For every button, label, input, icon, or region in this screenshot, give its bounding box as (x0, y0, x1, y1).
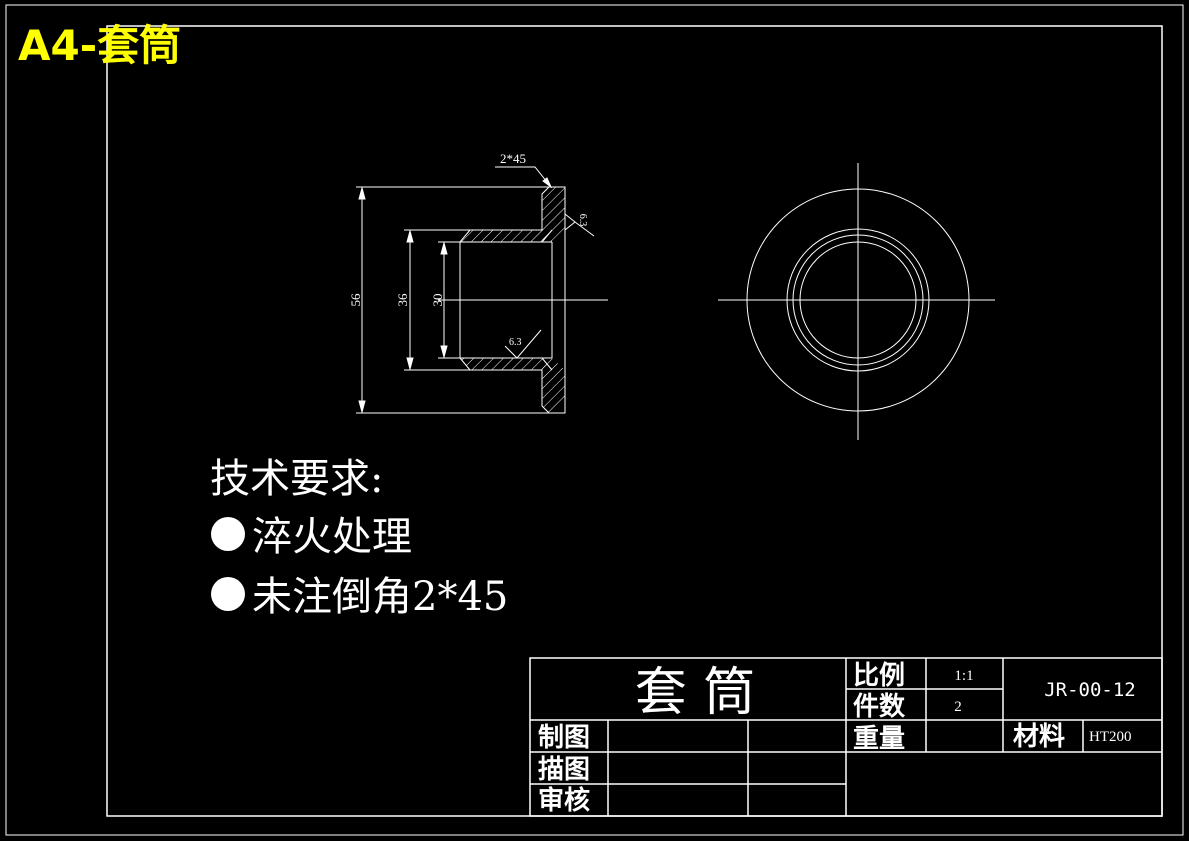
dim-30-arrow-bottom (440, 345, 448, 359)
dim-56-arrow-bottom (358, 400, 366, 414)
hatch-bottom-wall (460, 358, 552, 370)
roughness-outer-text: 6.3 (577, 214, 588, 227)
sheet-label: A4-套筒 (18, 21, 181, 70)
tech-requirements-heading: 技术要求: (210, 456, 383, 502)
material-label: 材料 (1013, 722, 1065, 752)
bullet-icon (211, 517, 245, 551)
scale-value: 1:1 (954, 668, 973, 684)
title-block (529, 657, 1163, 817)
bullet-icon (211, 577, 245, 611)
tech-requirement-2: 未注倒角2*45 (252, 574, 508, 620)
roughness-outer-leader (574, 221, 595, 237)
dim-36-arrow-top (406, 229, 414, 243)
section-outline-top (470, 186, 566, 231)
roughness-inner-symbol (504, 329, 542, 359)
dim-56-text: 56 (348, 293, 363, 307)
chamfer-leader (495, 166, 552, 188)
counterbore-top (541, 229, 553, 243)
roughness-outer-symbol (564, 213, 576, 231)
section-view (356, 166, 608, 414)
dim-30-text: 30 (430, 294, 445, 307)
tech-requirement-1: 淬火处理 (252, 514, 412, 560)
quantity-label: 件数 (853, 692, 906, 722)
dim-36-arrow-bottom (406, 357, 414, 371)
roughness-inner-text: 6.3 (509, 337, 522, 348)
hatch-top-flange (542, 187, 565, 242)
checked-by-label: 审核 (538, 785, 590, 816)
section-outline-bottom (470, 369, 566, 414)
drawn-by-label: 制图 (538, 723, 590, 753)
chamfer-callout-text: 2*45 (500, 151, 526, 166)
quantity-value: 2 (954, 699, 962, 715)
tech-requirements: 技术要求: 淬火处理 未注倒角2*45 (210, 456, 508, 620)
chamfer-leader-arrow (542, 177, 553, 189)
hatch-top-wall (460, 230, 552, 242)
material-value: HT200 (1089, 729, 1132, 745)
dim-56-arrow-top (358, 186, 366, 200)
dim-30-arrow-top (440, 241, 448, 255)
chamfer-top (459, 229, 471, 243)
scale-label: 比例 (853, 661, 905, 691)
drawing-number: JR-00-12 (1044, 679, 1136, 701)
traced-by-label: 描图 (538, 755, 590, 785)
chamfer-bottom (459, 357, 471, 371)
weight-label: 重量 (853, 724, 905, 754)
hatch-bottom-flange (542, 358, 565, 413)
dim-36-text: 36 (395, 293, 410, 307)
end-view (718, 163, 995, 440)
outer-border (5, 4, 1184, 836)
counterbore-bottom (541, 357, 553, 371)
part-name: 套 筒 (635, 663, 756, 723)
